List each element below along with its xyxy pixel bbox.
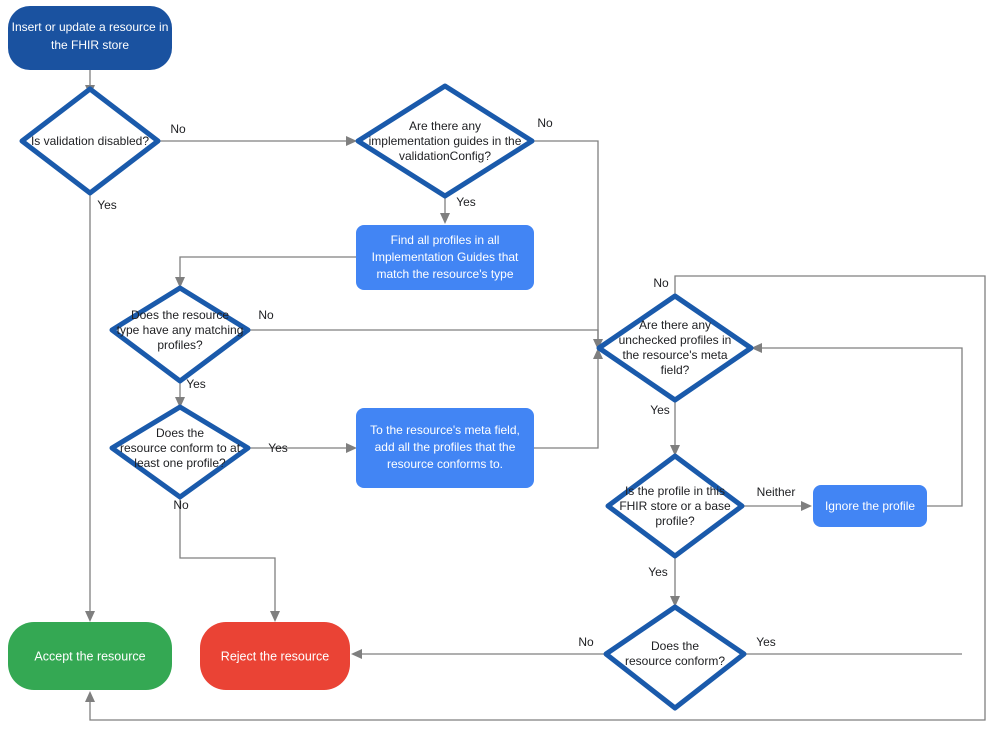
edge-unchecked-yes-to-profile-location <box>670 400 680 456</box>
node-reject-the-resource[interactable]: Reject the resource <box>200 622 350 690</box>
edge-label-conform-one-no: No <box>173 498 189 512</box>
node-layer: Insert or update a resource in the FHIR … <box>8 6 927 711</box>
node-profile-location-line-0: Is the profile in this <box>625 484 725 498</box>
edge-label-unchecked-no: No <box>653 276 669 290</box>
node-conform-one-line-2: least one profile? <box>134 456 226 470</box>
edge-validation-yes-to-accept <box>85 188 95 622</box>
node-unchecked-line-2: the resource's meta <box>622 348 727 362</box>
node-resource-conform-line-0: Does the <box>651 639 699 653</box>
edge-matching-yes-to-conform-one <box>175 381 185 408</box>
node-is-validation-disabled[interactable]: Is validation disabled? <box>19 86 161 196</box>
edge-conform-one-no-to-reject <box>179 497 280 622</box>
node-start-line-1: the FHIR store <box>51 38 129 52</box>
edge-profile-neither-to-ignore <box>742 501 812 511</box>
edge-label-conform-one-yes: Yes <box>268 441 288 455</box>
edge-label-profile-neither: Neither <box>757 485 796 499</box>
node-matching-profiles-line-0: Does the resource <box>131 308 229 322</box>
node-reject-label: Reject the resource <box>221 649 329 663</box>
edge-label-profile-yes: Yes <box>648 565 668 579</box>
node-accept-the-resource[interactable]: Accept the resource <box>8 622 172 690</box>
edge-layer <box>85 70 986 721</box>
node-conform-one-line-0: Does the <box>156 426 204 440</box>
edge-label-resource-conform-yes: Yes <box>756 635 776 649</box>
node-add-profiles-line-1: add all the profiles that the <box>375 440 516 454</box>
node-unchecked-line-3: field? <box>661 363 690 377</box>
node-matching-profiles-line-1: type have any matching <box>117 323 244 337</box>
node-add-profiles-line-2: resource conforms to. <box>387 457 503 471</box>
node-does-resource-type-have-matching-profiles[interactable]: Does the resource type have any matching… <box>109 285 251 384</box>
edge-impl-no-to-unchecked <box>532 140 603 350</box>
edge-ignore-to-unchecked <box>751 343 963 507</box>
edge-conform-one-yes-to-add <box>248 443 357 453</box>
edge-resource-conform-no-to-reject <box>351 649 606 659</box>
node-are-there-unchecked-profiles[interactable]: Are there any unchecked profiles in the … <box>596 293 754 403</box>
node-start[interactable]: Insert or update a resource in the FHIR … <box>8 6 172 70</box>
node-unchecked-line-0: Are there any <box>639 318 711 332</box>
node-ignore-the-profile[interactable]: Ignore the profile <box>813 485 927 527</box>
edge-label-matching-no: No <box>258 308 274 322</box>
edge-label-impl-no: No <box>537 116 553 130</box>
node-find-profiles-line-0: Find all profiles in all <box>391 233 500 247</box>
edge-label-validation-yes: Yes <box>97 198 117 212</box>
node-ignore-profile-line-0: Ignore the profile <box>825 499 915 513</box>
edge-add-to-unchecked <box>534 348 603 449</box>
edge-profile-yes-to-resource-conform <box>670 556 680 607</box>
node-unchecked-line-1: unchecked profiles in <box>619 333 732 347</box>
node-impl-guides-line-1: implementation guides in the <box>369 134 522 148</box>
edge-label-unchecked-yes: Yes <box>650 403 670 417</box>
node-find-all-profiles[interactable]: Find all profiles in all Implementation … <box>356 225 534 290</box>
node-start-line-0: Insert or update a resource in <box>12 20 169 34</box>
node-is-validation-disabled-line-0: Is validation disabled? <box>31 134 149 148</box>
node-matching-profiles-line-2: profiles? <box>157 338 203 352</box>
node-impl-guides-line-0: Are there any <box>409 119 481 133</box>
node-find-profiles-line-1: Implementation Guides that <box>372 250 519 264</box>
edge-label-impl-yes: Yes <box>456 195 476 209</box>
edge-validation-no-to-impl <box>158 136 357 146</box>
node-find-profiles-line-2: match the resource's type <box>376 267 513 281</box>
node-does-the-resource-conform[interactable]: Does the resource conform? <box>603 604 747 711</box>
node-conform-one-line-1: resource conform to at <box>120 441 241 455</box>
node-resource-conform-line-1: resource conform? <box>625 654 725 668</box>
edge-label-layer: No Yes No Yes No Yes Yes No No Yes Neith… <box>97 116 795 649</box>
edge-find-to-matching <box>175 256 356 288</box>
edge-label-resource-conform-no: No <box>578 635 594 649</box>
node-does-resource-conform-to-at-least-one-profile[interactable]: Does the resource conform to at least on… <box>109 404 251 500</box>
node-profile-location-line-1: FHIR store or a base <box>619 499 731 513</box>
node-impl-guides-line-2: validationConfig? <box>399 149 491 163</box>
node-add-profiles-to-meta-field[interactable]: To the resource's meta field, add all th… <box>356 408 534 488</box>
edge-label-matching-yes: Yes <box>186 377 206 391</box>
node-profile-location-line-2: profile? <box>655 514 695 528</box>
node-add-profiles-line-0: To the resource's meta field, <box>370 423 520 437</box>
edge-matching-no-to-unchecked <box>248 329 599 342</box>
edge-unchecked-no-to-accept <box>85 275 986 721</box>
node-accept-label: Accept the resource <box>34 649 145 663</box>
node-are-there-implementation-guides[interactable]: Are there any implementation guides in t… <box>355 83 535 199</box>
edge-label-validation-no: No <box>170 122 186 136</box>
node-is-profile-in-store-or-base[interactable]: Is the profile in this FHIR store or a b… <box>605 453 745 559</box>
